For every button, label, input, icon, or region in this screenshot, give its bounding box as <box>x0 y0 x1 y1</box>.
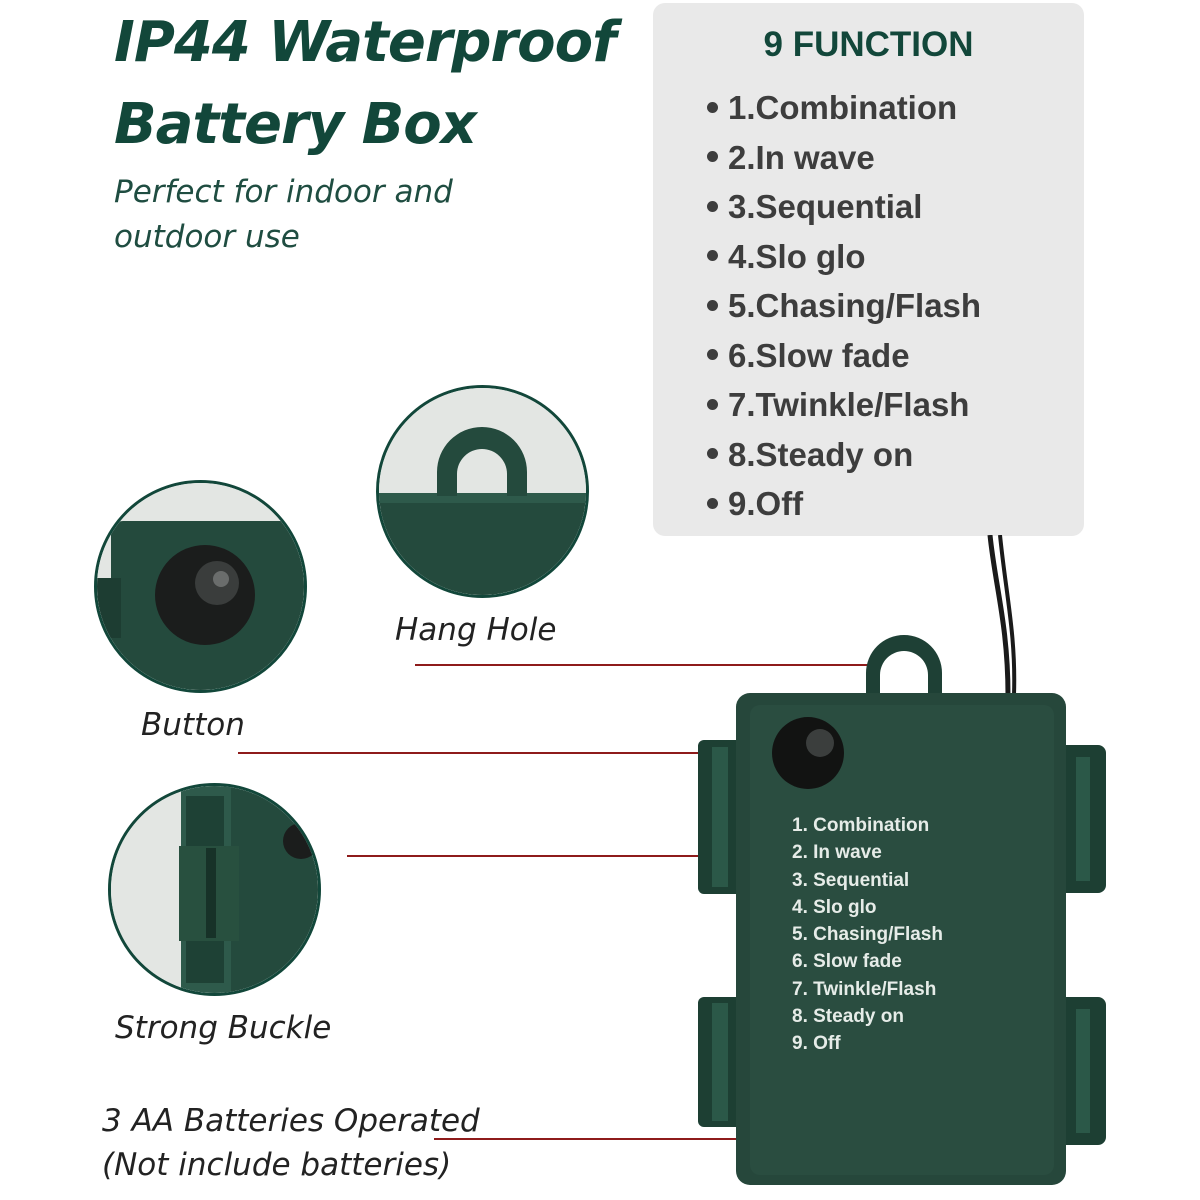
device-label-item: 4. Slo glo <box>792 896 877 918</box>
bullet-icon <box>707 349 718 361</box>
function-item: 4.Slo glo <box>707 232 981 282</box>
page-title: IP44 Waterproof Battery Box <box>114 2 654 166</box>
buckle-leader-line <box>347 855 701 857</box>
device-label-item: 5. Chasing/Flash <box>792 924 943 946</box>
battery-box-image: 1. Combination 2. In wave 3. Sequential … <box>690 534 1110 1185</box>
function-list: 1.Combination 2.In wave 3.Sequential 4.S… <box>707 83 981 529</box>
function-panel-title: 9 FUNCTION <box>763 25 974 64</box>
battery-box-drawing <box>698 534 1106 1185</box>
batteries-leader-line <box>434 1138 877 1140</box>
hang-hole-label: Hang Hole <box>395 612 557 648</box>
bullet-icon <box>707 151 718 163</box>
function-item: 1.Combination <box>707 83 981 133</box>
device-function-label: 1. Combination 2. In wave 3. Sequential … <box>792 812 943 1058</box>
device-label-item: 7. Twinkle/Flash <box>792 978 937 1000</box>
function-item: 8.Steady on <box>707 430 981 480</box>
strong-buckle-label: Strong Buckle <box>115 1010 332 1046</box>
title-line-2: Battery Box <box>114 92 477 157</box>
function-item: 6.Slow fade <box>707 331 981 381</box>
subtitle-line-1: Perfect for indoor and <box>114 174 453 210</box>
batteries-label: 3 AA Batteries Operated (Not include bat… <box>102 1099 480 1187</box>
buckle-detail-image <box>108 783 321 996</box>
device-label-item: 8. Steady on <box>792 1006 904 1028</box>
bullet-icon <box>707 398 718 410</box>
device-label-item: 6. Slow fade <box>792 951 902 973</box>
device-label-item: 2. In wave <box>792 842 882 864</box>
bullet-icon <box>707 250 718 262</box>
device-label-item: 1. Combination <box>792 815 930 836</box>
function-item: 2.In wave <box>707 133 981 183</box>
button-leader-line <box>238 752 785 754</box>
bullet-icon <box>707 200 718 212</box>
function-item: 9.Off <box>707 479 981 529</box>
function-panel: 9 FUNCTION 1.Combination 2.In wave 3.Seq… <box>653 3 1084 536</box>
batteries-label-line-1: 3 AA Batteries Operated <box>102 1103 480 1139</box>
device-label-item: 9. Off <box>792 1033 841 1055</box>
subtitle-line-2: outdoor use <box>114 219 300 255</box>
page-subtitle: Perfect for indoor and outdoor use <box>114 170 534 260</box>
bullet-icon <box>707 101 718 113</box>
button-label: Button <box>141 707 245 743</box>
device-label-item: 3. Sequential <box>792 869 910 891</box>
bullet-icon <box>707 497 718 509</box>
title-line-1: IP44 Waterproof <box>114 10 616 75</box>
function-item: 3.Sequential <box>707 182 981 232</box>
hang-hole-detail-image <box>376 385 589 598</box>
function-item: 7.Twinkle/Flash <box>707 380 981 430</box>
bullet-icon <box>707 448 718 460</box>
function-item: 5.Chasing/Flash <box>707 281 981 331</box>
button-detail-image <box>94 480 307 693</box>
bullet-icon <box>707 299 718 311</box>
batteries-label-line-2: (Not include batteries) <box>102 1147 452 1183</box>
hang-hole-leader-line <box>415 664 877 666</box>
